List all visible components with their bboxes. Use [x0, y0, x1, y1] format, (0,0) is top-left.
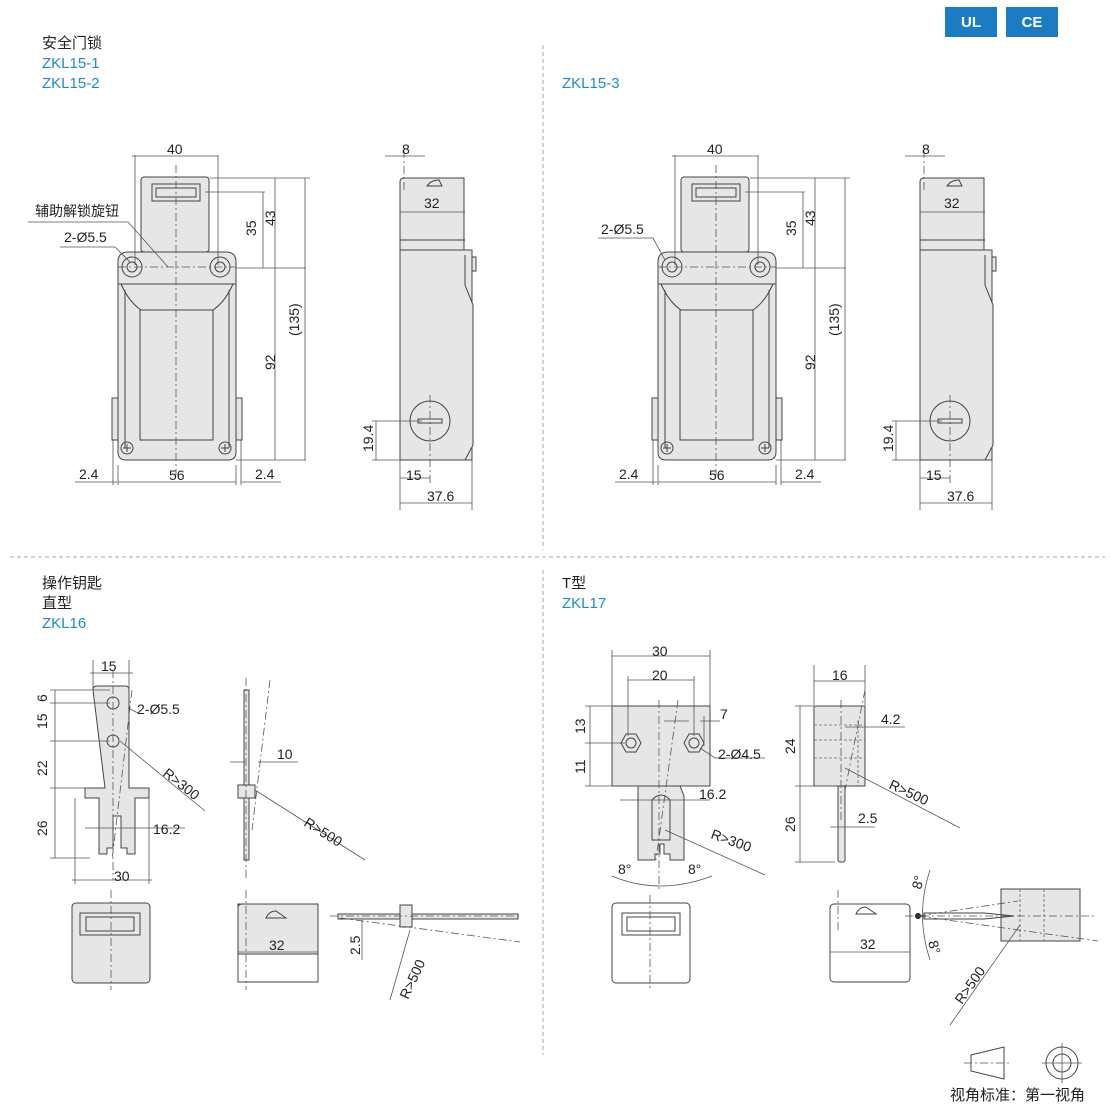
holes-callout: 2-Ø5.5 [137, 701, 180, 717]
holes-callout: 2-Ø5.5 [64, 229, 107, 245]
dim-label: 10 [277, 746, 293, 762]
dim-label: 13 [572, 718, 588, 734]
category-title: T型 [562, 575, 587, 592]
model-name: ZKL16 [42, 615, 87, 632]
dim-label: 2.5 [347, 935, 363, 955]
holes-callout: 2-Ø4.5 [718, 746, 761, 762]
angle-label: 8° [688, 861, 701, 877]
dim-label: 35 [243, 220, 259, 236]
dim-label: 92 [802, 354, 818, 370]
angle-label: 8° [618, 861, 631, 877]
dim-label: 32 [860, 936, 876, 952]
dim-label: 37.6 [947, 488, 974, 504]
radius-label: R>300 [709, 826, 754, 855]
dim-label: (135) [826, 303, 842, 336]
panel-header-zkl15-3: ZKL15-3 [562, 74, 620, 94]
radius-label: R>500 [887, 776, 932, 808]
radius-label: R>500 [951, 963, 988, 1006]
dim-label: 37.6 [427, 488, 454, 504]
dim-label: 8 [922, 141, 930, 157]
dim-label: 26 [782, 816, 798, 832]
ul-badge: UL [945, 7, 997, 37]
dim-label: 6 [34, 694, 50, 702]
dim-label: 2.4 [795, 466, 815, 482]
dim-label: 15 [101, 658, 117, 674]
dim-label: 19.4 [360, 425, 376, 452]
dim-label: 11 [572, 759, 588, 774]
dim-label: 19.4 [880, 425, 896, 452]
dim-label: 24 [782, 738, 798, 754]
panel-header-zkl16: 操作钥匙 直型 ZKL16 [42, 574, 102, 634]
dim-label: 8 [402, 141, 410, 157]
knob-callout: 辅助解锁旋钮 [35, 203, 119, 219]
dim-label: 20 [652, 667, 668, 683]
category-title: 操作钥匙 [42, 575, 103, 592]
dim-label: 56 [169, 467, 185, 483]
angle-label: 8° [908, 874, 927, 891]
radius-label: R>500 [396, 957, 428, 1002]
projection-note: 视角标准：第一视角 [950, 1087, 1086, 1104]
dim-label: 15 [926, 467, 942, 483]
dim-label: 15 [406, 467, 422, 483]
ce-badge: CE [1006, 7, 1058, 37]
dim-label: 32 [424, 195, 440, 211]
dim-label: 35 [783, 220, 799, 236]
dim-label: 56 [709, 467, 725, 483]
dim-label: 4.2 [881, 711, 901, 727]
dim-label: 40 [707, 141, 723, 157]
dim-label: 2.4 [255, 466, 275, 482]
dim-label: 7 [720, 706, 728, 722]
dim-label: 2.4 [79, 466, 99, 482]
angle-label: 8° [925, 939, 944, 956]
panel-header-zkl17: T型 ZKL17 [562, 574, 606, 614]
dim-label: 32 [944, 195, 960, 211]
dim-label: (135) [286, 303, 302, 336]
dim-label: 40 [167, 141, 183, 157]
zkl16-key-drawing: 15 6 15 22 26 2-Ø5.5 R>300 16.2 30 10 R>… [34, 658, 521, 1002]
dim-label: 16.2 [153, 821, 180, 837]
model-name: ZKL17 [562, 595, 607, 612]
model-name: ZKL15-2 [42, 75, 100, 92]
dim-label: 26 [34, 820, 50, 836]
dim-label: 22 [34, 760, 50, 776]
model-name: ZKL15-1 [42, 55, 100, 72]
dim-label: 2.4 [619, 466, 639, 482]
zkl17-key-drawing: 30 20 7 13 11 2-Ø4.5 16.2 R>300 8° 8° 16… [572, 643, 1099, 1026]
dim-label: 2.5 [858, 810, 878, 826]
dim-label: 15 [34, 713, 50, 729]
dim-label: 16 [832, 667, 848, 683]
dim-label: 92 [262, 354, 278, 370]
first-angle-projection-symbol [964, 1043, 1082, 1083]
zkl15-3-dimensions: 40 8 32 35 43 (135) 92 19.4 56 2.4 2.4 1… [598, 141, 974, 504]
holes-callout: 2-Ø5.5 [601, 221, 644, 237]
zkl15-dimensions: 40 8 32 35 43 (135) 92 19.4 56 2.4 2.4 1… [28, 141, 454, 504]
model-name: ZKL15-3 [562, 75, 620, 92]
subcategory-title: 直型 [42, 595, 73, 612]
dim-label: 43 [802, 210, 818, 226]
panel-header-zkl15: 安全门锁 ZKL15-1 ZKL15-2 [42, 34, 102, 94]
dim-label: 30 [652, 643, 668, 659]
dim-label: 32 [269, 937, 285, 953]
radius-label: R>300 [160, 765, 203, 803]
zkl15-3-front-view [614, 154, 851, 486]
dim-label: 16.2 [699, 786, 726, 802]
dim-label: 43 [262, 210, 278, 226]
radius-label: R>500 [301, 814, 345, 850]
category-title: 安全门锁 [42, 35, 103, 52]
dim-label: 30 [114, 868, 130, 884]
